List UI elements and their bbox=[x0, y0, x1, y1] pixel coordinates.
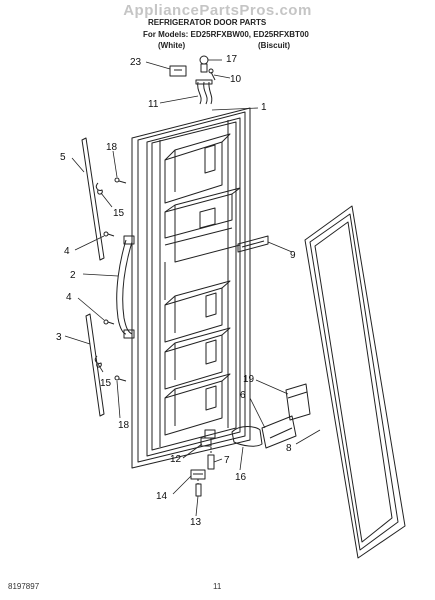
part-15-clip-a bbox=[95, 182, 103, 195]
part-15-clip-b bbox=[94, 355, 102, 368]
part-6-bracket bbox=[261, 415, 297, 449]
part-4-screw-b bbox=[103, 319, 109, 325]
models-line: For Models: ED25RFXBW00, ED25RFXBT00 bbox=[143, 30, 309, 39]
variant-biscuit: (Biscuit) bbox=[258, 41, 290, 50]
callout-7: 7 bbox=[224, 455, 230, 466]
callout-13: 13 bbox=[190, 517, 202, 528]
variant-white: (White) bbox=[158, 41, 186, 50]
part-7-pin bbox=[207, 454, 215, 470]
part-18-screw-a bbox=[114, 177, 120, 183]
bottom-hinge-assembly bbox=[190, 437, 215, 497]
callout-23: 23 bbox=[130, 57, 142, 68]
page-number: 11 bbox=[213, 582, 222, 591]
part-5-trim bbox=[81, 137, 105, 261]
callout-15-bottom: 15 bbox=[100, 378, 112, 389]
callout-11: 11 bbox=[148, 99, 159, 110]
callout-6: 6 bbox=[240, 390, 246, 401]
callout-labels: 23 17 10 11 1 5 18 15 4 9 2 4 3 15 18 19… bbox=[56, 54, 296, 528]
diagram-header: AppliancePartsPros.com REFRIGERATOR DOOR… bbox=[0, 0, 435, 60]
callout-19: 19 bbox=[243, 374, 255, 385]
callout-18-bottom: 18 bbox=[118, 420, 130, 431]
callout-4-top: 4 bbox=[64, 246, 70, 257]
part-13-screw bbox=[195, 483, 202, 497]
callout-14: 14 bbox=[156, 491, 168, 502]
part-19-cover bbox=[285, 383, 311, 421]
part-18-screw-b bbox=[114, 375, 120, 381]
callout-5: 5 bbox=[60, 152, 66, 163]
lower-right-parts bbox=[231, 383, 311, 449]
diagram-title: REFRIGERATOR DOOR PARTS bbox=[148, 18, 267, 27]
door-panel bbox=[131, 107, 251, 469]
part-11-wire bbox=[197, 81, 202, 105]
callout-17: 17 bbox=[226, 54, 238, 65]
part-9-shelf-trim bbox=[237, 235, 269, 253]
watermark: AppliancePartsPros.com bbox=[123, 2, 312, 19]
callout-18-top: 18 bbox=[106, 142, 118, 153]
document-number: 8197897 bbox=[8, 582, 40, 591]
callout-15-top: 15 bbox=[113, 208, 125, 219]
callout-3: 3 bbox=[56, 332, 62, 343]
callout-2: 2 bbox=[70, 270, 76, 281]
top-hinge-assembly bbox=[169, 55, 216, 105]
leader-lines bbox=[64, 59, 321, 517]
part-23-hinge-cover bbox=[169, 65, 187, 77]
callout-10: 10 bbox=[230, 74, 242, 85]
trim-strips bbox=[81, 137, 105, 417]
part-3-trim bbox=[85, 313, 105, 417]
door-handle bbox=[116, 235, 135, 339]
part-16-clip bbox=[231, 426, 263, 447]
callout-9: 9 bbox=[290, 250, 296, 261]
callout-8: 8 bbox=[286, 443, 292, 454]
part-4-screw-a bbox=[103, 231, 109, 237]
left-fasteners bbox=[94, 177, 127, 382]
callout-4-bottom: 4 bbox=[66, 292, 72, 303]
part-17-bushing bbox=[199, 55, 209, 65]
callout-16: 16 bbox=[235, 472, 247, 483]
part-8-door-gasket bbox=[304, 205, 406, 559]
part-12-bushing bbox=[200, 437, 212, 447]
callout-12: 12 bbox=[170, 454, 182, 465]
callout-1: 1 bbox=[261, 102, 267, 113]
